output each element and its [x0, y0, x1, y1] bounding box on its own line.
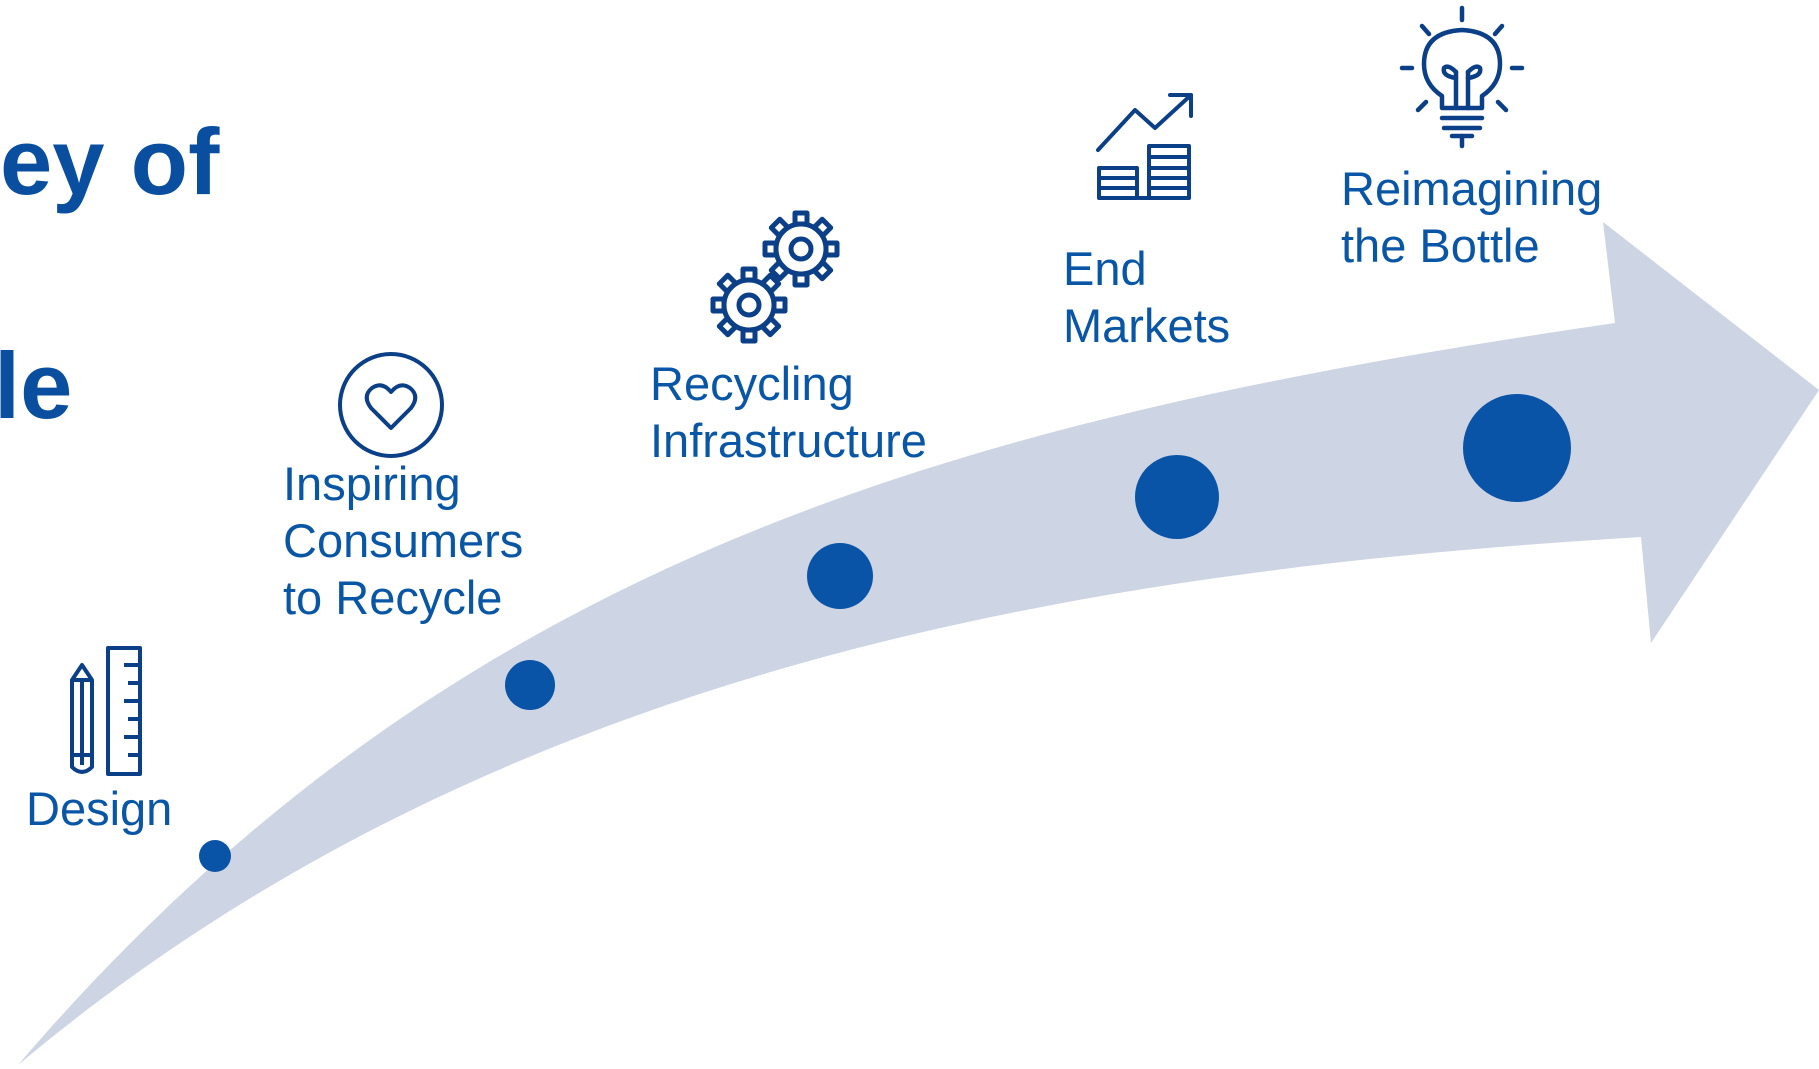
stage-label-design: Design: [26, 780, 172, 837]
stage-dot-end-markets: [1135, 455, 1219, 539]
lightbulb-icon: [1398, 4, 1526, 155]
stage-label-recycling: Recycling Infrastructure: [650, 355, 927, 469]
stage-label-reimagining: Reimagining the Bottle: [1341, 160, 1602, 274]
stage-label-line: End: [1063, 242, 1147, 295]
stage-dot-design: [199, 840, 231, 872]
stage-dot-recycling: [807, 543, 873, 609]
pencil-ruler-icon: [64, 645, 152, 782]
stage-label-inspiring: Inspiring Consumers to Recycle: [283, 455, 523, 626]
title-line-2: le: [0, 333, 73, 438]
page-title: ey of le: [0, 0, 219, 554]
stage-label-line: Consumers: [283, 514, 524, 567]
stage-label-line: Inspiring: [283, 457, 461, 510]
stage-label-end-markets: End Markets: [1063, 240, 1230, 354]
journey-arrow: [18, 222, 1819, 1065]
gears-icon: [705, 205, 845, 355]
stage-label-line: Infrastructure: [650, 414, 927, 467]
stage-label-line: Markets: [1063, 299, 1231, 352]
stage-dot-reimagining: [1463, 394, 1571, 502]
stage-label-line: the Bottle: [1341, 219, 1540, 272]
stage-label-line: to Recycle: [283, 571, 503, 624]
stage-label-line: Reimagining: [1341, 162, 1603, 215]
heart-circle-icon: [336, 350, 446, 465]
stage-label-line: Recycling: [650, 357, 854, 410]
stage-dot-inspiring: [505, 660, 555, 710]
growth-chart-coins-icon: [1095, 92, 1195, 205]
title-line-1: ey of: [0, 109, 220, 214]
stage-label-line: Design: [26, 782, 173, 835]
